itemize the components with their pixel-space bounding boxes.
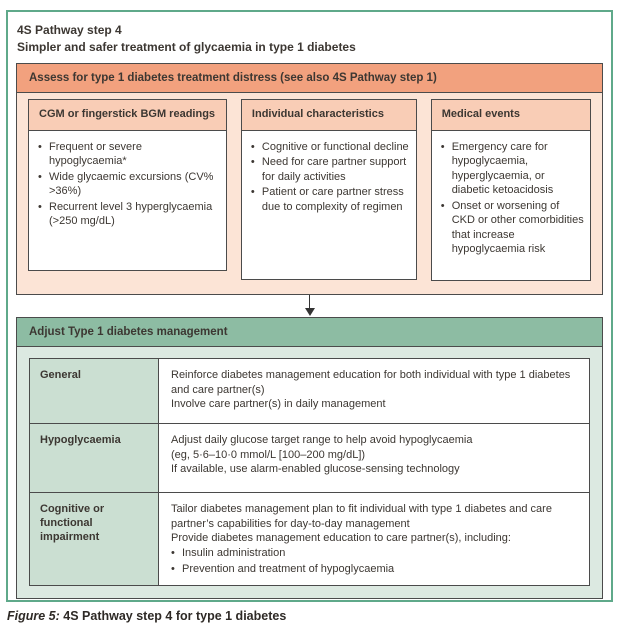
- bullet-list: Insulin administration Prevention and tr…: [171, 546, 575, 576]
- bullet-item: Recurrent level 3 hyperglycaemia (>250 m…: [38, 200, 220, 229]
- bullet-item: Insulin administration: [171, 546, 575, 561]
- row-content: Adjust daily glucose target range to hel…: [159, 424, 589, 492]
- row-label: Cognitive or functional impairment: [30, 492, 159, 586]
- content-line: Reinforce diabetes management education …: [171, 368, 571, 396]
- content-line: Adjust daily glucose target range to hel…: [171, 433, 473, 446]
- table-row-general: General Reinforce diabetes management ed…: [30, 358, 589, 424]
- down-arrow-icon: [16, 294, 603, 317]
- panel-medical-events-body: Emergency care for hypoglycaemia, hyperg…: [432, 131, 590, 266]
- figure-caption: Figure 5: 4S Pathway step 4 for type 1 d…: [7, 609, 286, 623]
- assess-box-header: Assess for type 1 diabetes treatment dis…: [17, 63, 602, 93]
- bullet-item: Patient or care partner stress due to co…: [251, 185, 410, 214]
- content-line: (eg, 5·6–10·0 mmol/L [100–200 mg/dL]): [171, 448, 366, 461]
- figure-caption-text: 4S Pathway step 4 for type 1 diabetes: [59, 609, 287, 623]
- adjust-box: Adjust Type 1 diabetes management Genera…: [16, 316, 603, 600]
- content-line: Tailor diabetes management plan to fit i…: [171, 502, 552, 530]
- bullet-item: Emergency care for hypoglycaemia, hyperg…: [441, 140, 584, 198]
- bullet-list: Emergency care for hypoglycaemia, hyperg…: [441, 140, 584, 257]
- bullet-item: Frequent or severe hypoglycaemia*: [38, 140, 220, 169]
- bullet-item: Onset or worsening of CKD or other comor…: [441, 199, 584, 257]
- assess-columns: CGM or fingerstick BGM readings Frequent…: [17, 93, 602, 293]
- assess-box: Assess for type 1 diabetes treatment dis…: [16, 62, 603, 295]
- adjust-box-header: Adjust Type 1 diabetes management: [17, 317, 602, 347]
- bullet-item: Cognitive or functional decline: [251, 140, 410, 155]
- down-arrow-stem: [308, 294, 311, 308]
- content-line: Involve care partner(s) in daily managem…: [171, 398, 386, 411]
- bullet-item: Need for care partner support for daily …: [251, 155, 410, 184]
- panel-individual-characteristics-body: Cognitive or functional decline Need for…: [242, 131, 416, 224]
- content-line: Provide diabetes management education to…: [171, 532, 511, 545]
- panel-cgm-readings: CGM or fingerstick BGM readings Frequent…: [28, 98, 227, 271]
- figure-title: 4S Pathway step 4: [17, 23, 122, 37]
- panel-individual-characteristics: Individual characteristics Cognitive or …: [240, 98, 417, 280]
- table-row-cognitive-impairment: Cognitive or functional impairment Tailo…: [30, 492, 589, 586]
- adjust-table: General Reinforce diabetes management ed…: [29, 357, 590, 587]
- panel-cgm-readings-title: CGM or fingerstick BGM readings: [29, 99, 226, 131]
- bullet-list: Cognitive or functional decline Need for…: [251, 140, 410, 215]
- bullet-item: Wide glycaemic excursions (CV% >36%): [38, 170, 220, 199]
- panel-medical-events: Medical events Emergency care for hypogl…: [430, 98, 591, 281]
- row-label: Hypoglycaemia: [30, 423, 159, 492]
- panel-individual-characteristics-title: Individual characteristics: [241, 99, 416, 131]
- figure-caption-prefix: Figure 5:: [7, 609, 60, 623]
- bullet-list: Frequent or severe hypoglycaemia* Wide g…: [38, 140, 220, 229]
- row-content: Tailor diabetes management plan to fit i…: [159, 493, 589, 585]
- panel-cgm-readings-body: Frequent or severe hypoglycaemia* Wide g…: [29, 131, 226, 238]
- down-arrow-head: [304, 307, 315, 316]
- figure-subtitle: Simpler and safer treatment of glycaemia…: [17, 40, 356, 55]
- row-label: General: [30, 358, 159, 423]
- panel-medical-events-title: Medical events: [431, 99, 590, 131]
- row-content: Reinforce diabetes management education …: [159, 359, 589, 423]
- bullet-item: Prevention and treatment of hypoglycaemi…: [171, 562, 575, 577]
- content-line: If available, use alarm-enabled glucose-…: [171, 463, 460, 476]
- table-row-hypoglycaemia: Hypoglycaemia Adjust daily glucose targe…: [30, 423, 589, 493]
- title-block: 4S Pathway step 4 Simpler and safer trea…: [17, 22, 603, 57]
- figure-frame: 4S Pathway step 4 Simpler and safer trea…: [6, 10, 613, 602]
